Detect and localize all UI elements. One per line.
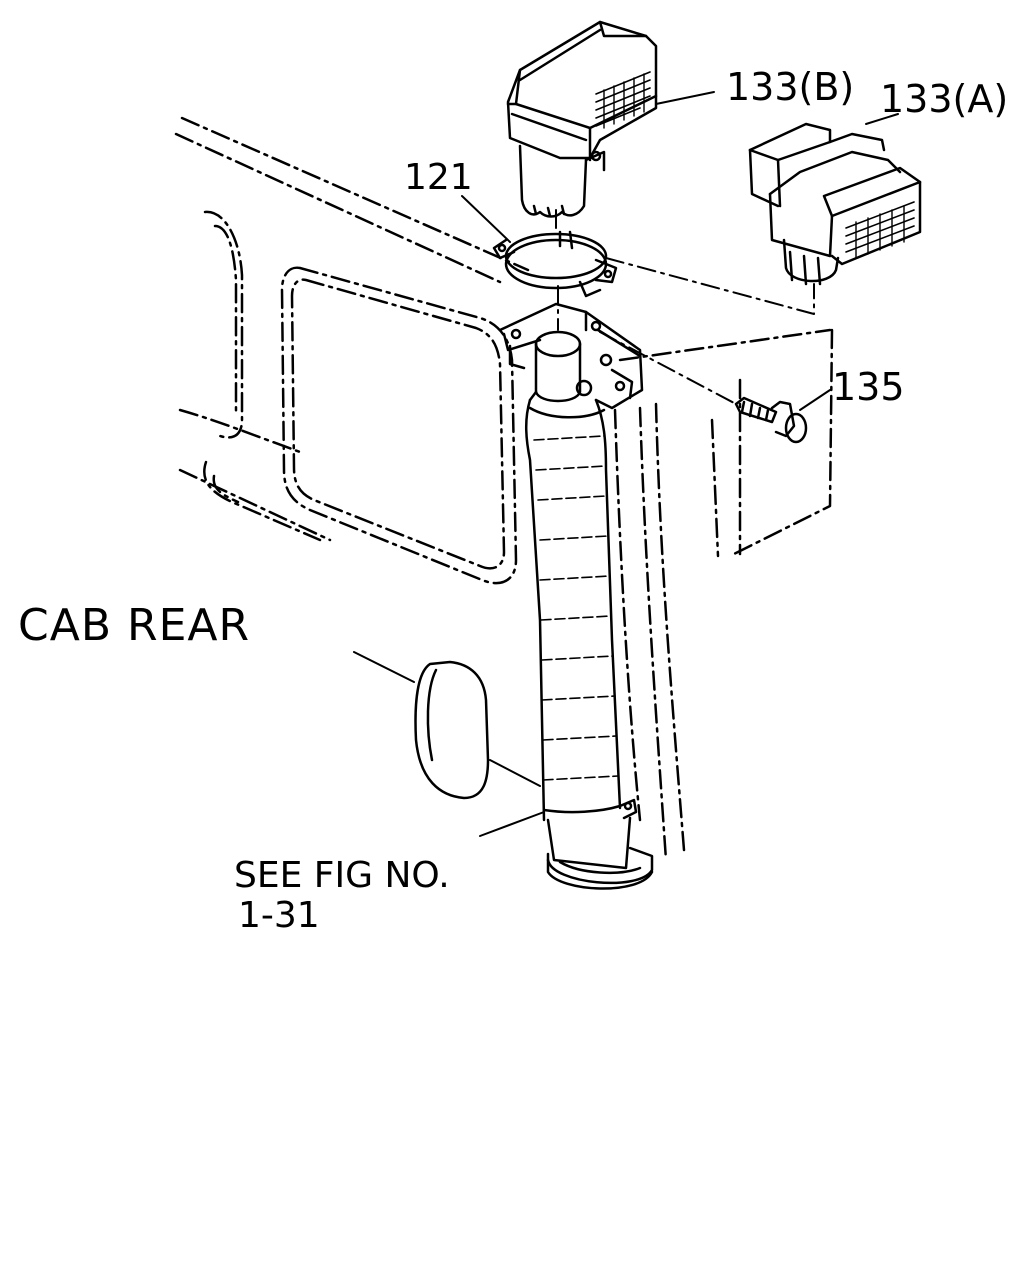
duct-side-cover	[414, 660, 490, 800]
callout-133a: 133(A)	[880, 77, 1009, 121]
view-label-cab-rear: CAB REAR	[18, 600, 251, 651]
bolt-135	[734, 396, 808, 444]
cab-rear-panel-outline	[174, 116, 834, 862]
vent-cover-133b	[506, 20, 658, 218]
callout-121: 121	[404, 157, 473, 198]
cab-lower-relief	[203, 460, 322, 542]
vent-cover-133a	[748, 122, 922, 286]
reference-note-line2: 1-31	[238, 895, 320, 936]
clamp-band-121	[492, 230, 618, 298]
assembly-center-lines	[555, 209, 815, 405]
callout-133b: 133(B)	[726, 65, 855, 109]
reference-note-line1: SEE FIG NO.	[234, 855, 450, 896]
leader-lines	[353, 91, 899, 837]
callout-135: 135	[832, 365, 905, 409]
cab-rear-window	[280, 266, 518, 585]
cab-left-window	[203, 210, 244, 439]
air-duct	[498, 302, 654, 890]
